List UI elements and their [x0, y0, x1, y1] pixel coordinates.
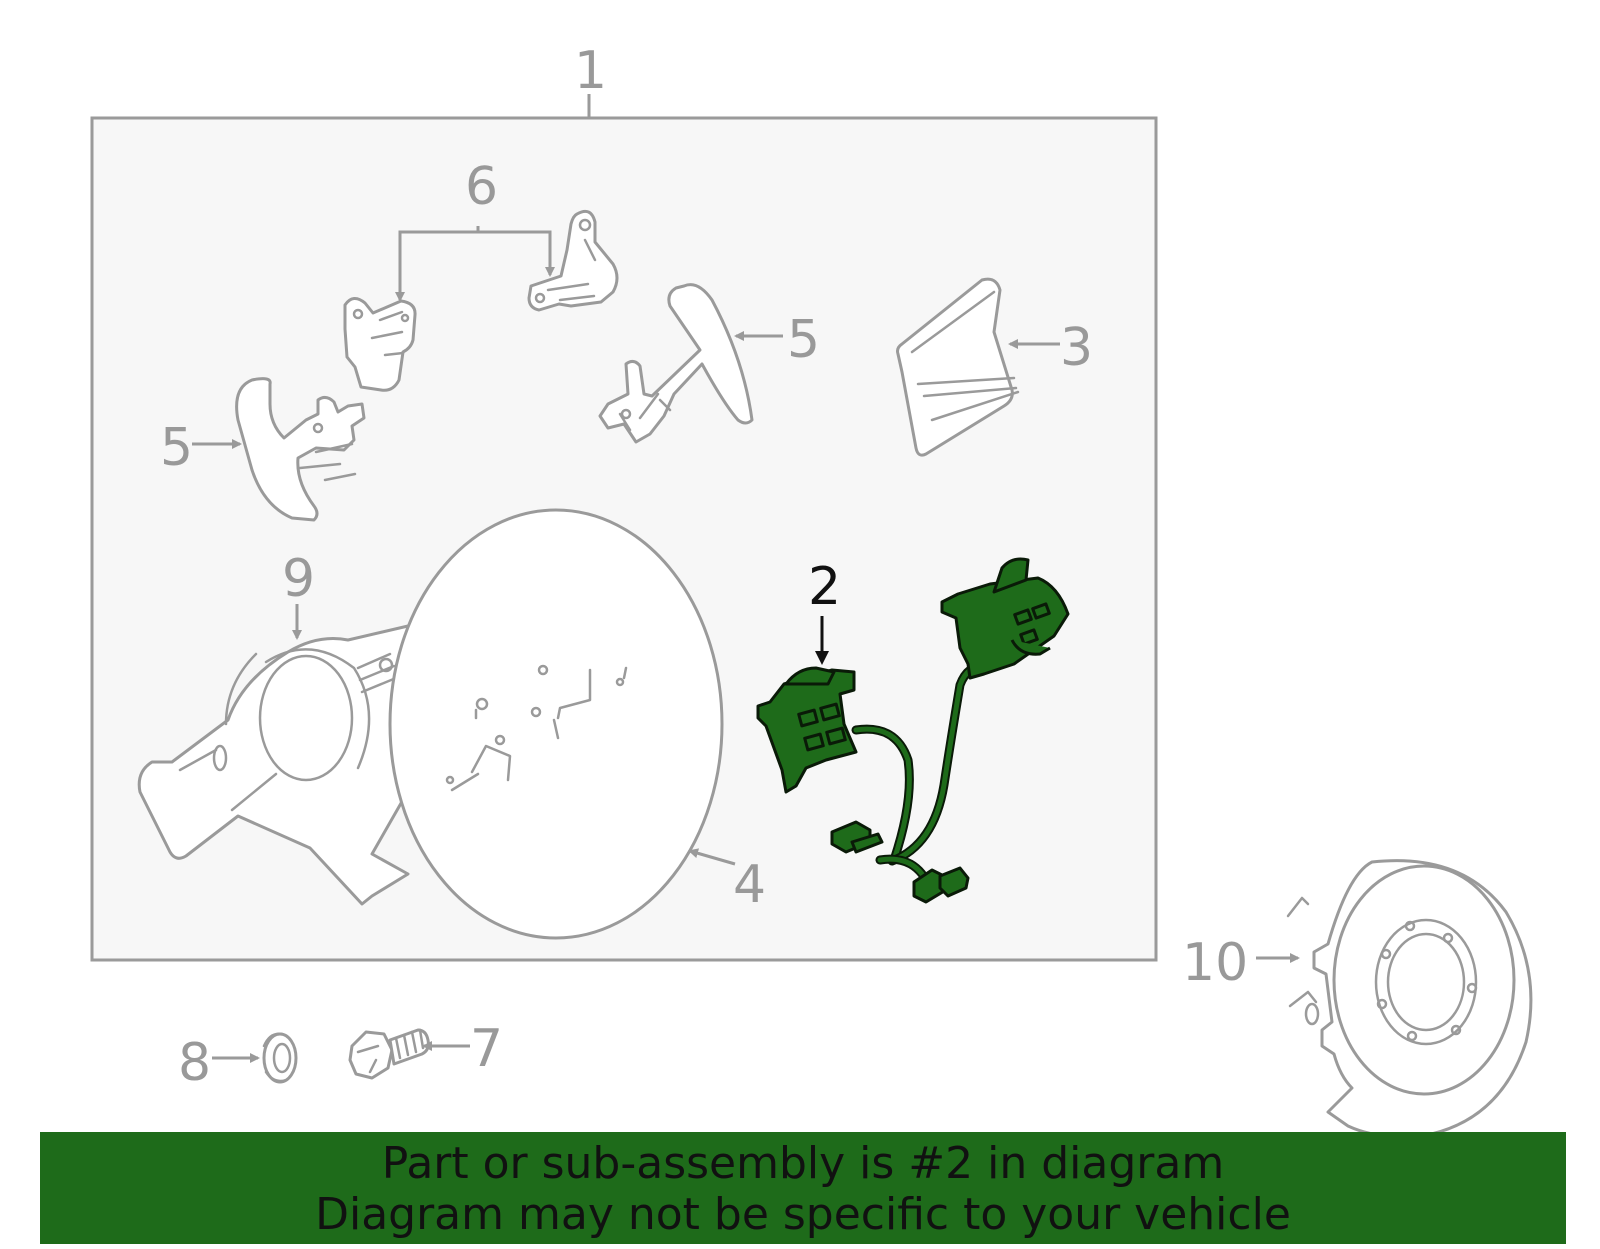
part-8-grommet[interactable]: 8 — [178, 1032, 298, 1093]
part-4-back-cover[interactable]: 4 — [388, 508, 766, 940]
banner-line-part: Part or sub-assembly is #2 in diagram — [381, 1138, 1225, 1189]
part-7-bolt[interactable]: 7 — [348, 1019, 503, 1080]
part-2-steering-switch[interactable]: 2 — [756, 557, 1070, 904]
part-3-trim-cover[interactable]: 3 — [896, 277, 1094, 457]
part-10-airbag-module[interactable]: 10 — [1182, 859, 1533, 1139]
part-5-center-paddle[interactable]: 5 — [598, 283, 820, 444]
part-5-left-paddle[interactable]: 5 — [160, 377, 366, 522]
callout-7[interactable]: 7 — [470, 1019, 503, 1079]
part-notice-banner: Part or sub-assembly is #2 in diagram Di… — [40, 1132, 1566, 1244]
callout-5-center[interactable]: 5 — [787, 310, 820, 370]
callout-3[interactable]: 3 — [1060, 318, 1093, 378]
callout-9[interactable]: 9 — [282, 549, 315, 609]
callout-10[interactable]: 10 — [1182, 933, 1248, 993]
banner-line-disclaimer: Diagram may not be specific to your vehi… — [315, 1189, 1291, 1240]
callout-1[interactable]: 1 — [574, 41, 607, 101]
part-9-column-shroud[interactable]: 9 — [137, 549, 424, 906]
callout-5-left[interactable]: 5 — [160, 418, 193, 478]
callout-4[interactable]: 4 — [733, 855, 766, 915]
callout-6[interactable]: 6 — [465, 157, 498, 217]
callout-8[interactable]: 8 — [178, 1033, 211, 1093]
part-6-brackets[interactable]: 6 — [343, 157, 619, 392]
callout-2[interactable]: 2 — [808, 557, 841, 617]
